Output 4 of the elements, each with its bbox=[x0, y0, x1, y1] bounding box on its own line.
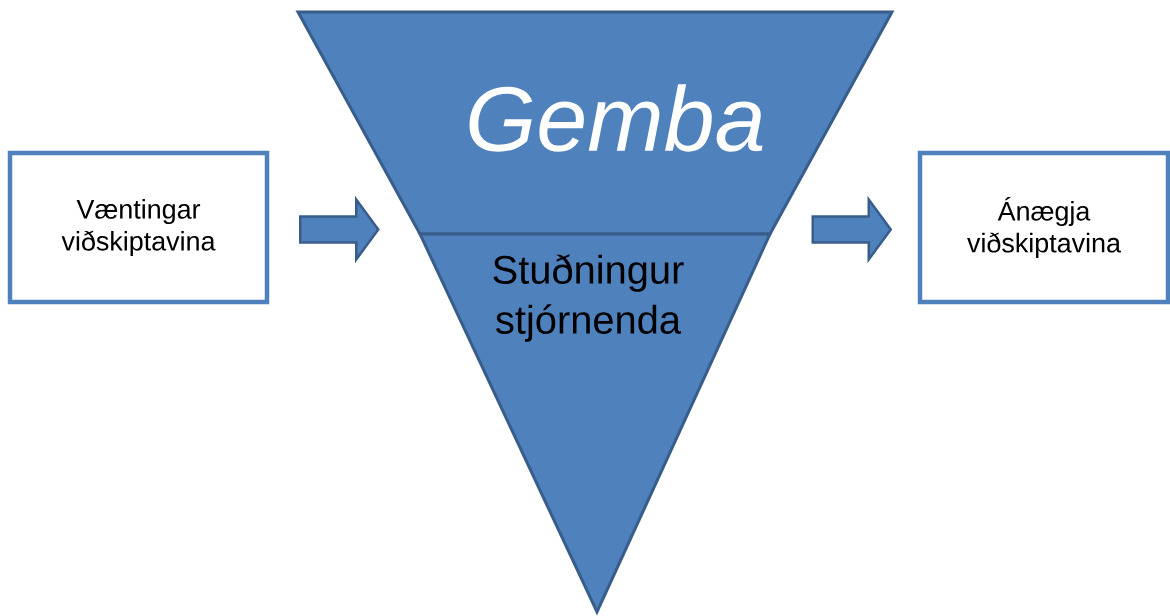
block-arrow bbox=[811, 195, 893, 264]
text-box: Ánægja viðskiptavina bbox=[917, 150, 1170, 305]
block-arrow bbox=[299, 195, 380, 264]
text-box: Væntingar viðskiptavina bbox=[7, 150, 270, 305]
